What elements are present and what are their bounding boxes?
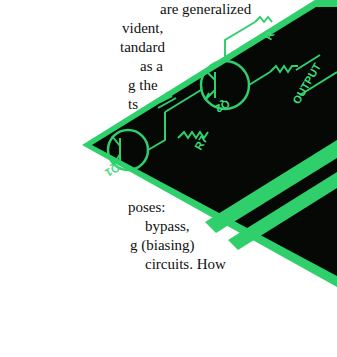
board-stripe (228, 172, 337, 250)
body-text: as a (140, 57, 163, 75)
transistor-leads (112, 136, 120, 164)
body-text: bypass, (145, 217, 190, 235)
body-text: tandard (120, 38, 165, 56)
body-text: circuits. How (145, 255, 226, 273)
resistor-symbol (255, 17, 298, 72)
transistor-leads (205, 70, 215, 100)
body-text: are generalized (160, 0, 251, 18)
body-text: g (biasing) (130, 236, 195, 254)
tile-border (82, 0, 337, 287)
battery-symbol (158, 92, 176, 108)
circuit-wire (148, 22, 270, 150)
body-text: g the (128, 76, 158, 94)
body-text: vident, (122, 19, 163, 37)
tile-ground (92, 7, 337, 276)
body-text: ts (128, 95, 138, 113)
body-text: poses: (128, 198, 166, 216)
